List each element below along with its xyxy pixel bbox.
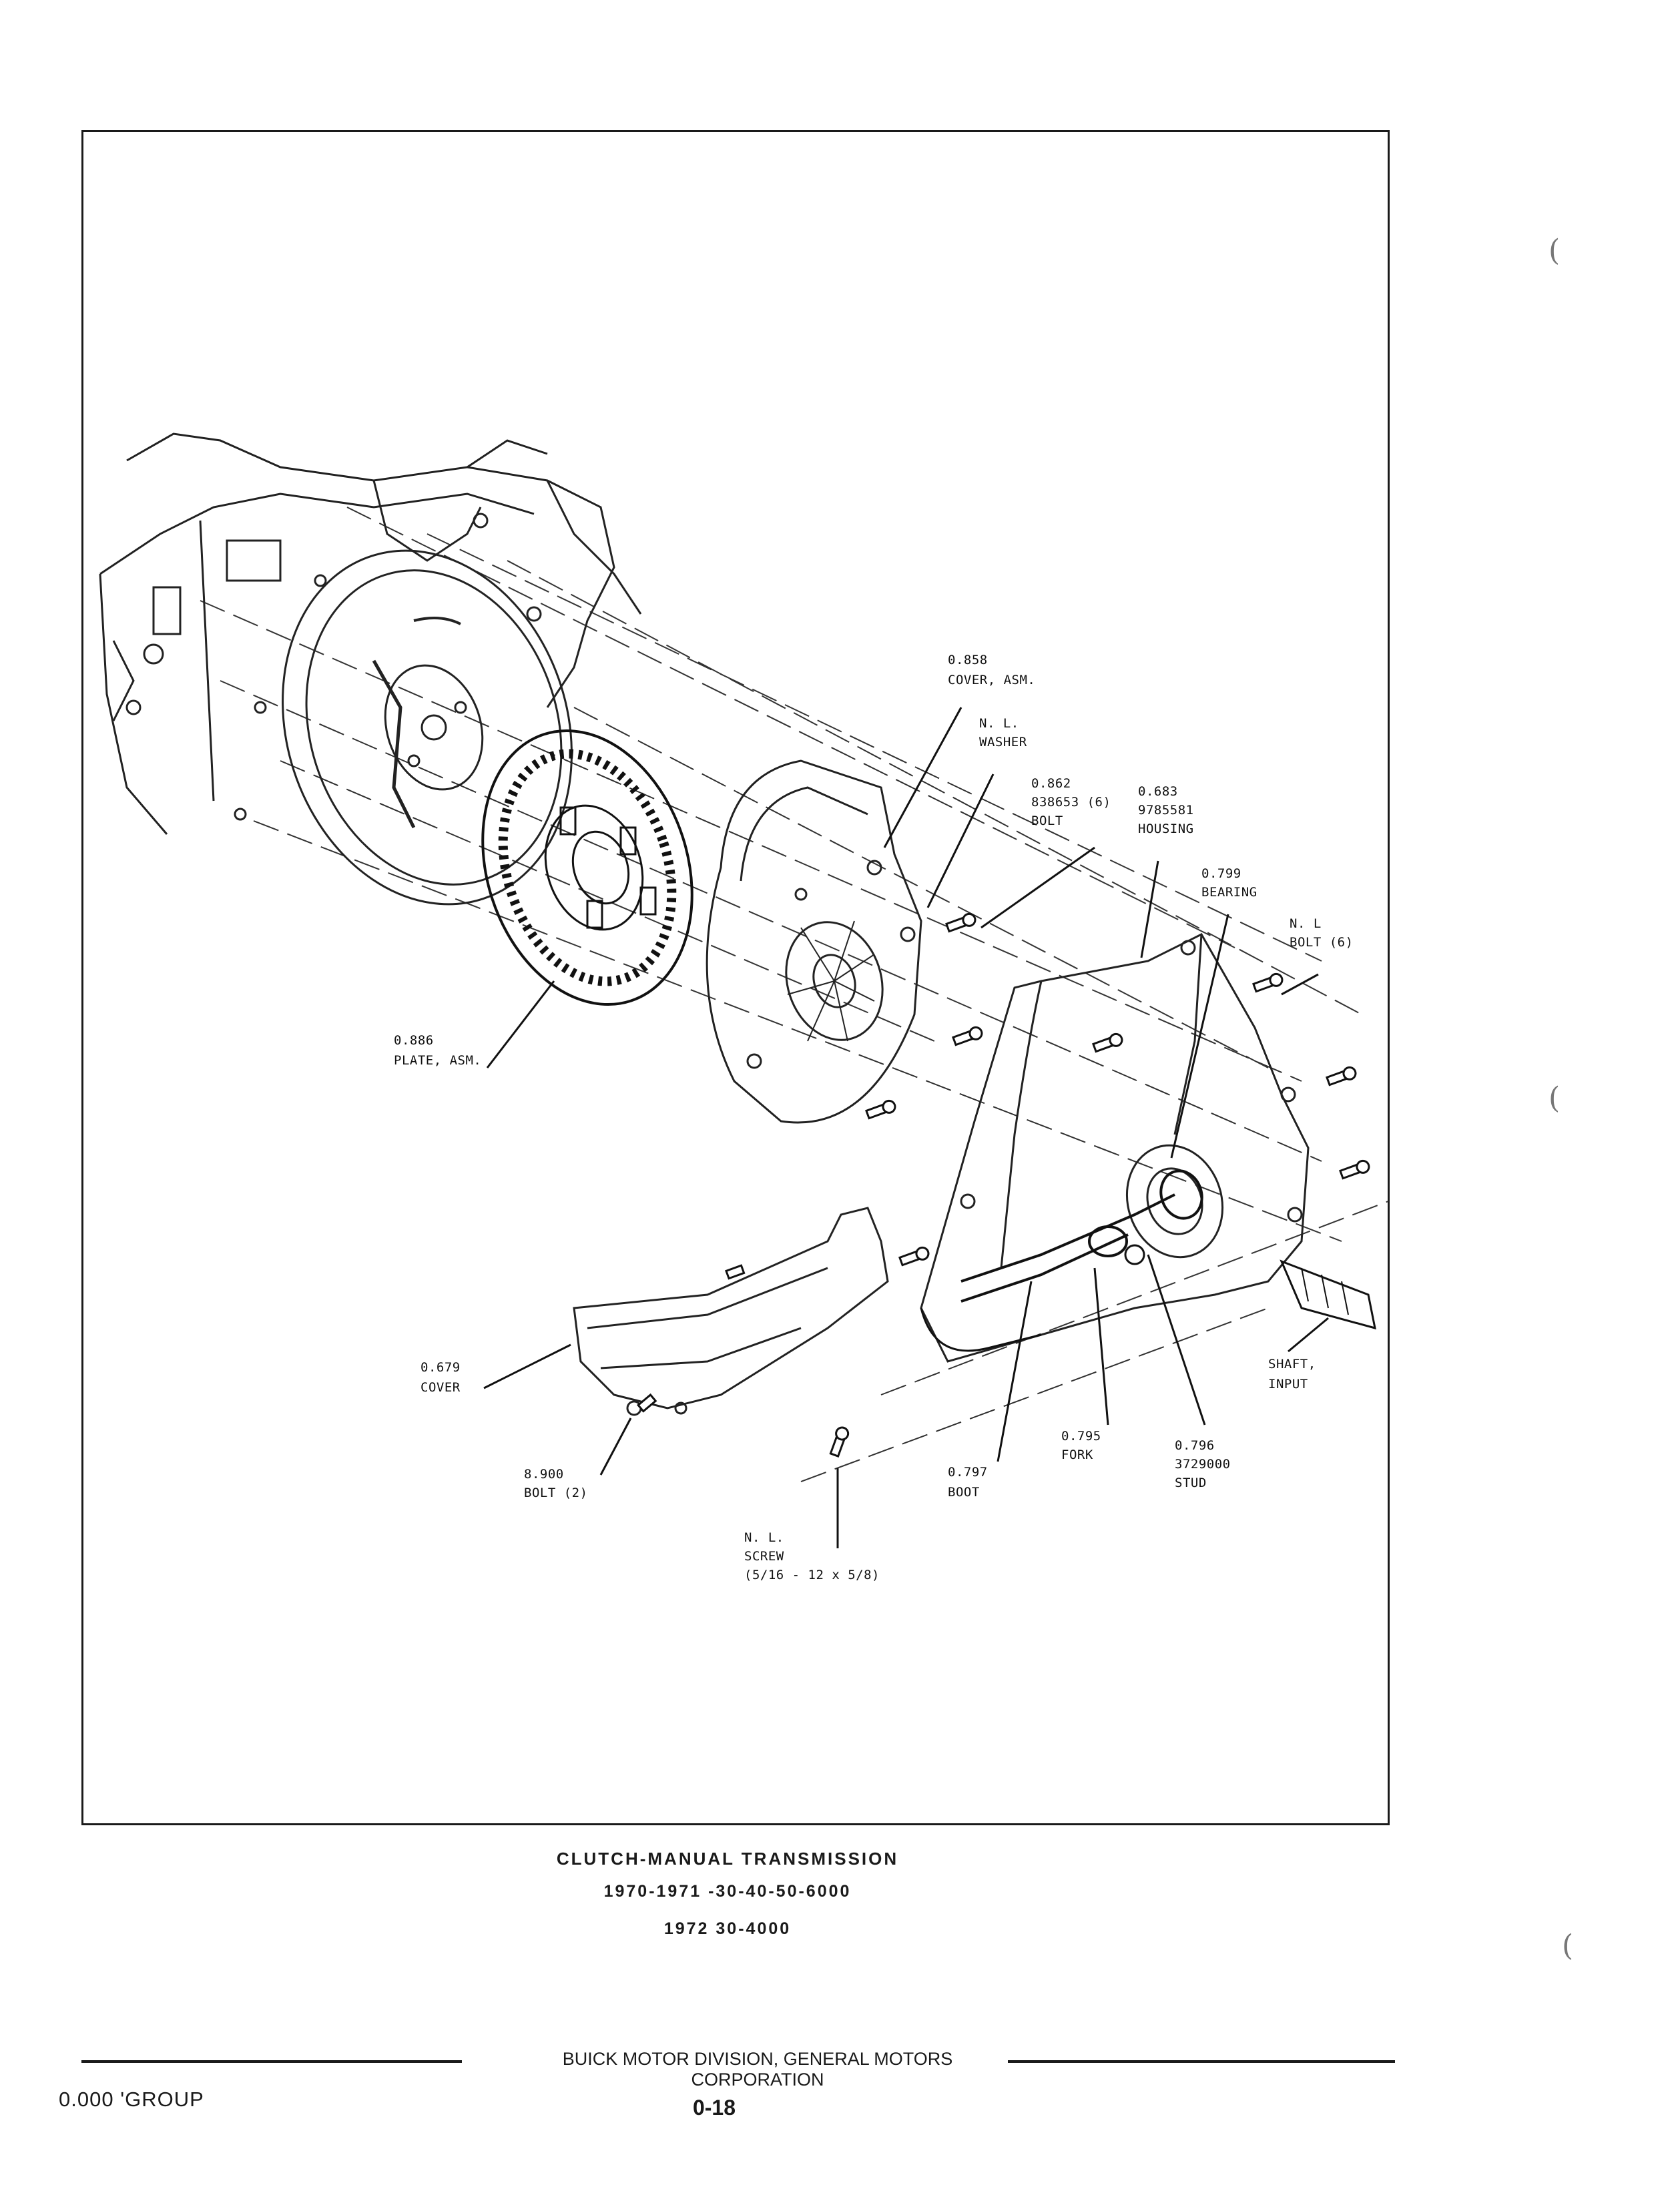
label-fork: 0.795 FORK: [1061, 1429, 1109, 1462]
page-number: 0-18: [692, 2096, 736, 2120]
part-labels: 0.858 COVER, ASM. N. L. WASHER 0.862 838…: [394, 653, 1354, 1582]
caption-line-1: 1970-1971 -30-40-50-6000: [603, 1882, 852, 1901]
label-screw: N. L. SCREW (5/16 - 12 x 5/8): [744, 1530, 880, 1582]
label-bolt-862: 0.862 838653 (6) BOLT: [1031, 776, 1119, 828]
leader-lines: [483, 707, 1329, 1548]
flywheel: [282, 549, 573, 906]
label-boot: 0.797 BOOT: [948, 1465, 996, 1500]
footer-rule-left: [81, 2060, 462, 2063]
binding-mark-top: (: [1549, 234, 1561, 268]
input-shaft: [1280, 1259, 1376, 1330]
caption-title: CLUTCH-MANUAL TRANSMISSION: [556, 1849, 899, 1869]
label-nl-bolt: N. L BOLT (6): [1290, 916, 1354, 950]
figure-frame: [81, 130, 1390, 1825]
label-cover-asm: 0.858 COVER, ASM.: [948, 653, 1035, 687]
label-bearing: 0.799 BEARING: [1201, 866, 1257, 900]
footer-organization: BUICK MOTOR DIVISION, GENERAL MOTORS COR…: [562, 2049, 953, 2090]
label-housing: 0.683 9785581 HOUSING: [1138, 784, 1202, 836]
label-washer: N. L. WASHER: [979, 716, 1027, 749]
footer-rule-right: [1008, 2060, 1395, 2063]
label-plate-asm: 0.886 PLATE, ASM.: [394, 1033, 481, 1068]
release-fork: [920, 1169, 1203, 1352]
label-bolt-900: 8.900 BOLT (2): [524, 1467, 588, 1500]
binding-mark-middle: (: [1549, 1081, 1561, 1115]
label-cover-679: 0.679 COVER: [421, 1360, 469, 1395]
engine-block: [99, 432, 642, 835]
label-shaft-input: SHAFT, INPUT: [1268, 1357, 1324, 1391]
clutch-housing: [920, 933, 1310, 1363]
lower-cover: [573, 1207, 889, 1416]
bolts: [637, 912, 1370, 1458]
binding-mark-bottom: (: [1562, 1929, 1574, 1963]
caption-line-2: 1972 30-4000: [663, 1919, 792, 1938]
alignment-lines: [200, 507, 1389, 1482]
pressure-plate-cover: [706, 759, 922, 1124]
label-stud: 0.796 3729000 STUD: [1175, 1438, 1239, 1490]
footer-group: 0.000 ʹGROUP: [59, 2088, 204, 2111]
clutch-plate: [481, 729, 693, 1006]
